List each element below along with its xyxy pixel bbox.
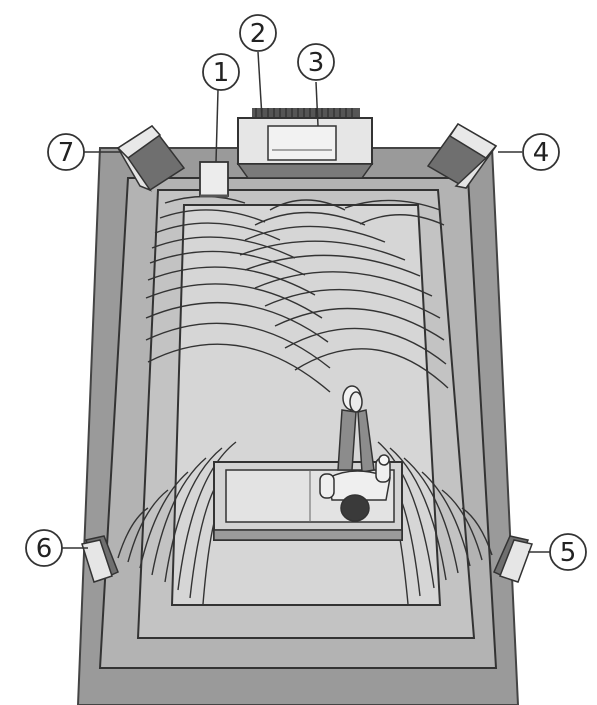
callout-2-label: 2 (250, 19, 267, 49)
front-right-speaker (426, 122, 498, 189)
callout-3-label: 3 (308, 48, 325, 78)
callout-6: 6 (25, 529, 63, 567)
callout-7-label: 7 (58, 138, 75, 168)
callout-1-label: 1 (213, 58, 230, 88)
rear-right-speaker (493, 535, 534, 583)
callout-leaders (62, 51, 550, 553)
callout-5: 5 (549, 533, 587, 571)
room-floor-center (170, 204, 442, 606)
center-speaker (199, 161, 229, 198)
callout-4-label: 4 (533, 138, 550, 168)
tv-unit (236, 108, 374, 179)
callout-3: 3 (297, 43, 335, 81)
callout-7: 7 (47, 133, 85, 171)
callout-1: 1 (202, 53, 240, 91)
callout-4: 4 (522, 133, 560, 171)
front-sound-waves (145, 195, 449, 393)
callout-2: 2 (239, 14, 277, 52)
callout-6-label: 6 (36, 534, 53, 564)
callout-5-label: 5 (560, 538, 577, 568)
listener-person (319, 385, 391, 522)
rear-left-speaker (81, 535, 119, 583)
front-left-speaker (116, 124, 186, 192)
